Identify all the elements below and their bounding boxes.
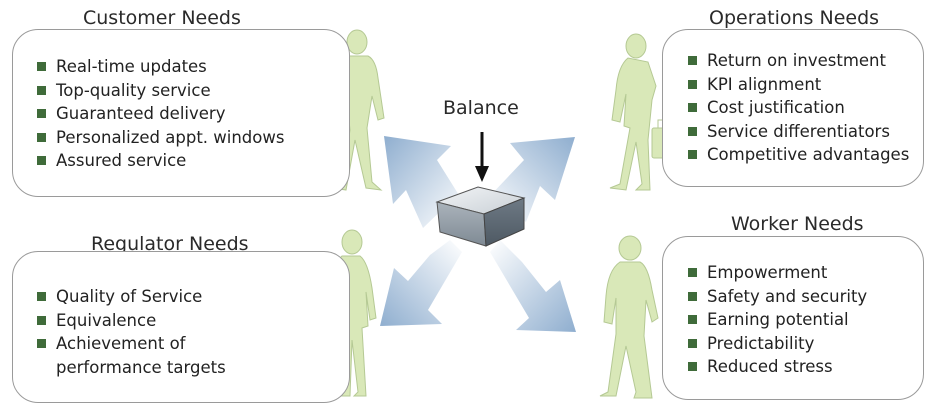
bullet-icon [37,132,46,142]
list-item: Real-time updates [37,55,284,79]
regulator-needs-list: Quality of Service Equivalence Achieveme… [37,285,266,379]
list-item: Empowerment [688,261,867,285]
bullet-icon [37,85,46,95]
list-item: Earning potential [688,308,867,332]
bullet-icon [688,79,697,89]
list-item: Predictability [688,332,867,356]
worker-figure-icon [599,235,659,399]
bullet-icon [37,339,46,348]
bullet-icon [37,315,46,325]
list-item: Equivalence [37,309,266,333]
worker-needs-title: Worker Needs [731,213,864,235]
bullet-icon [688,56,697,65]
bullet-icon [37,292,46,301]
bullet-icon [688,103,697,112]
worker-needs-list: Empowerment Safety and security Earning … [688,261,867,379]
bullet-icon [37,109,46,118]
list-item: Achievement of performance targets [37,332,266,379]
arrow-lower-left [380,240,462,326]
balance-cube [435,186,526,247]
operations-needs-title: Operations Needs [709,7,880,29]
balance-label: Balance [443,97,519,119]
regulator-needs-box [12,251,350,403]
worker-needs-box [662,236,924,400]
list-item: Competitive advantages [688,143,909,167]
bullet-icon [688,268,697,277]
operations-needs-box [662,29,924,187]
bullet-icon [688,291,697,301]
customer-needs-title: Customer Needs [83,7,241,29]
list-item: Service differentiators [688,120,909,144]
list-item: Return on investment [688,49,909,73]
bullet-icon [688,362,697,371]
bullet-icon [688,315,697,324]
bullet-icon [37,62,46,71]
balance-arrow [475,132,489,182]
list-item: Cost justification [688,96,909,120]
list-item: Top-quality service [37,79,284,103]
list-item: Assured service [37,149,284,173]
bullet-icon [37,156,46,165]
list-item: Safety and security [688,285,867,309]
list-item: Reduced stress [688,355,867,379]
bullet-icon [688,126,697,136]
customer-needs-list: Real-time updates Top-quality service Gu… [37,55,284,173]
arrow-lower-right [490,240,576,332]
regulator-needs-title: Regulator Needs [91,233,249,255]
customer-needs-box [12,29,350,197]
operations-needs-list: Return on investment KPI alignment Cost … [688,49,909,167]
list-item: KPI alignment [688,73,909,97]
list-item: Personalized appt. windows [37,126,284,150]
bullet-icon [688,150,697,159]
bullet-icon [688,338,697,348]
list-item: Quality of Service [37,285,266,309]
list-item: Guaranteed delivery [37,102,284,126]
